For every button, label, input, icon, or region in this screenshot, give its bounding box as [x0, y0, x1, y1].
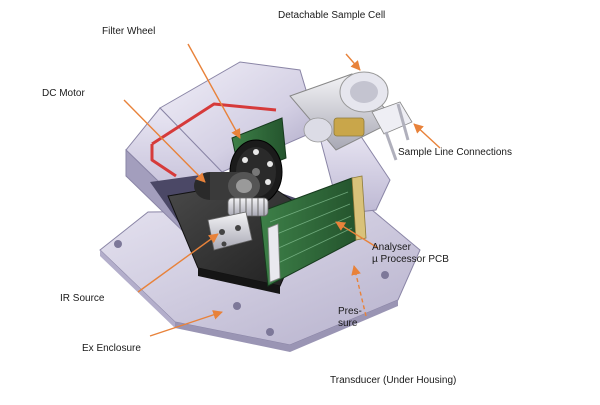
label-ex-enclosure: Ex Enclosure: [82, 343, 141, 354]
label-transducer: Transducer (Under Housing): [330, 375, 457, 386]
analyser-pcb: [259, 175, 367, 287]
leader-detachable-sample-cell: [345, 53, 361, 71]
label-pressure: Pres- sure: [338, 306, 362, 330]
label-analyser-line1: Analyser: [372, 242, 411, 253]
support-post: [267, 223, 281, 283]
dc-motor: [194, 172, 260, 200]
leader-arrows: [123, 43, 441, 337]
leader-sample-line-connections: [413, 123, 441, 149]
label-filter-wheel: Filter Wheel: [102, 26, 156, 37]
label-pressure-line1: Pres-: [338, 306, 362, 317]
label-ir-source: IR Source: [60, 293, 105, 304]
label-sample-line-connections: Sample Line Connections: [398, 147, 512, 158]
leader-pressure-transducer: [351, 265, 367, 317]
leader-filter-wheel: [187, 43, 241, 139]
sample-line-connections: [371, 101, 413, 161]
label-pressure-line2: sure: [338, 318, 358, 329]
gear-assembly: [227, 197, 269, 217]
detachable-sample-cell: [289, 71, 397, 151]
leader-analyser-pcb: [335, 221, 379, 249]
label-detachable-sample-cell: Detachable Sample Cell: [278, 10, 386, 21]
leader-dc-motor: [123, 99, 206, 183]
label-analyser-line2: µ Processor PCB: [372, 254, 449, 265]
label-analyser-pcb: Analyser µ Processor PCB: [372, 242, 449, 266]
leader-ex-enclosure: [149, 310, 223, 337]
label-dc-motor: DC Motor: [42, 88, 85, 99]
leader-ir-source: [137, 233, 219, 293]
